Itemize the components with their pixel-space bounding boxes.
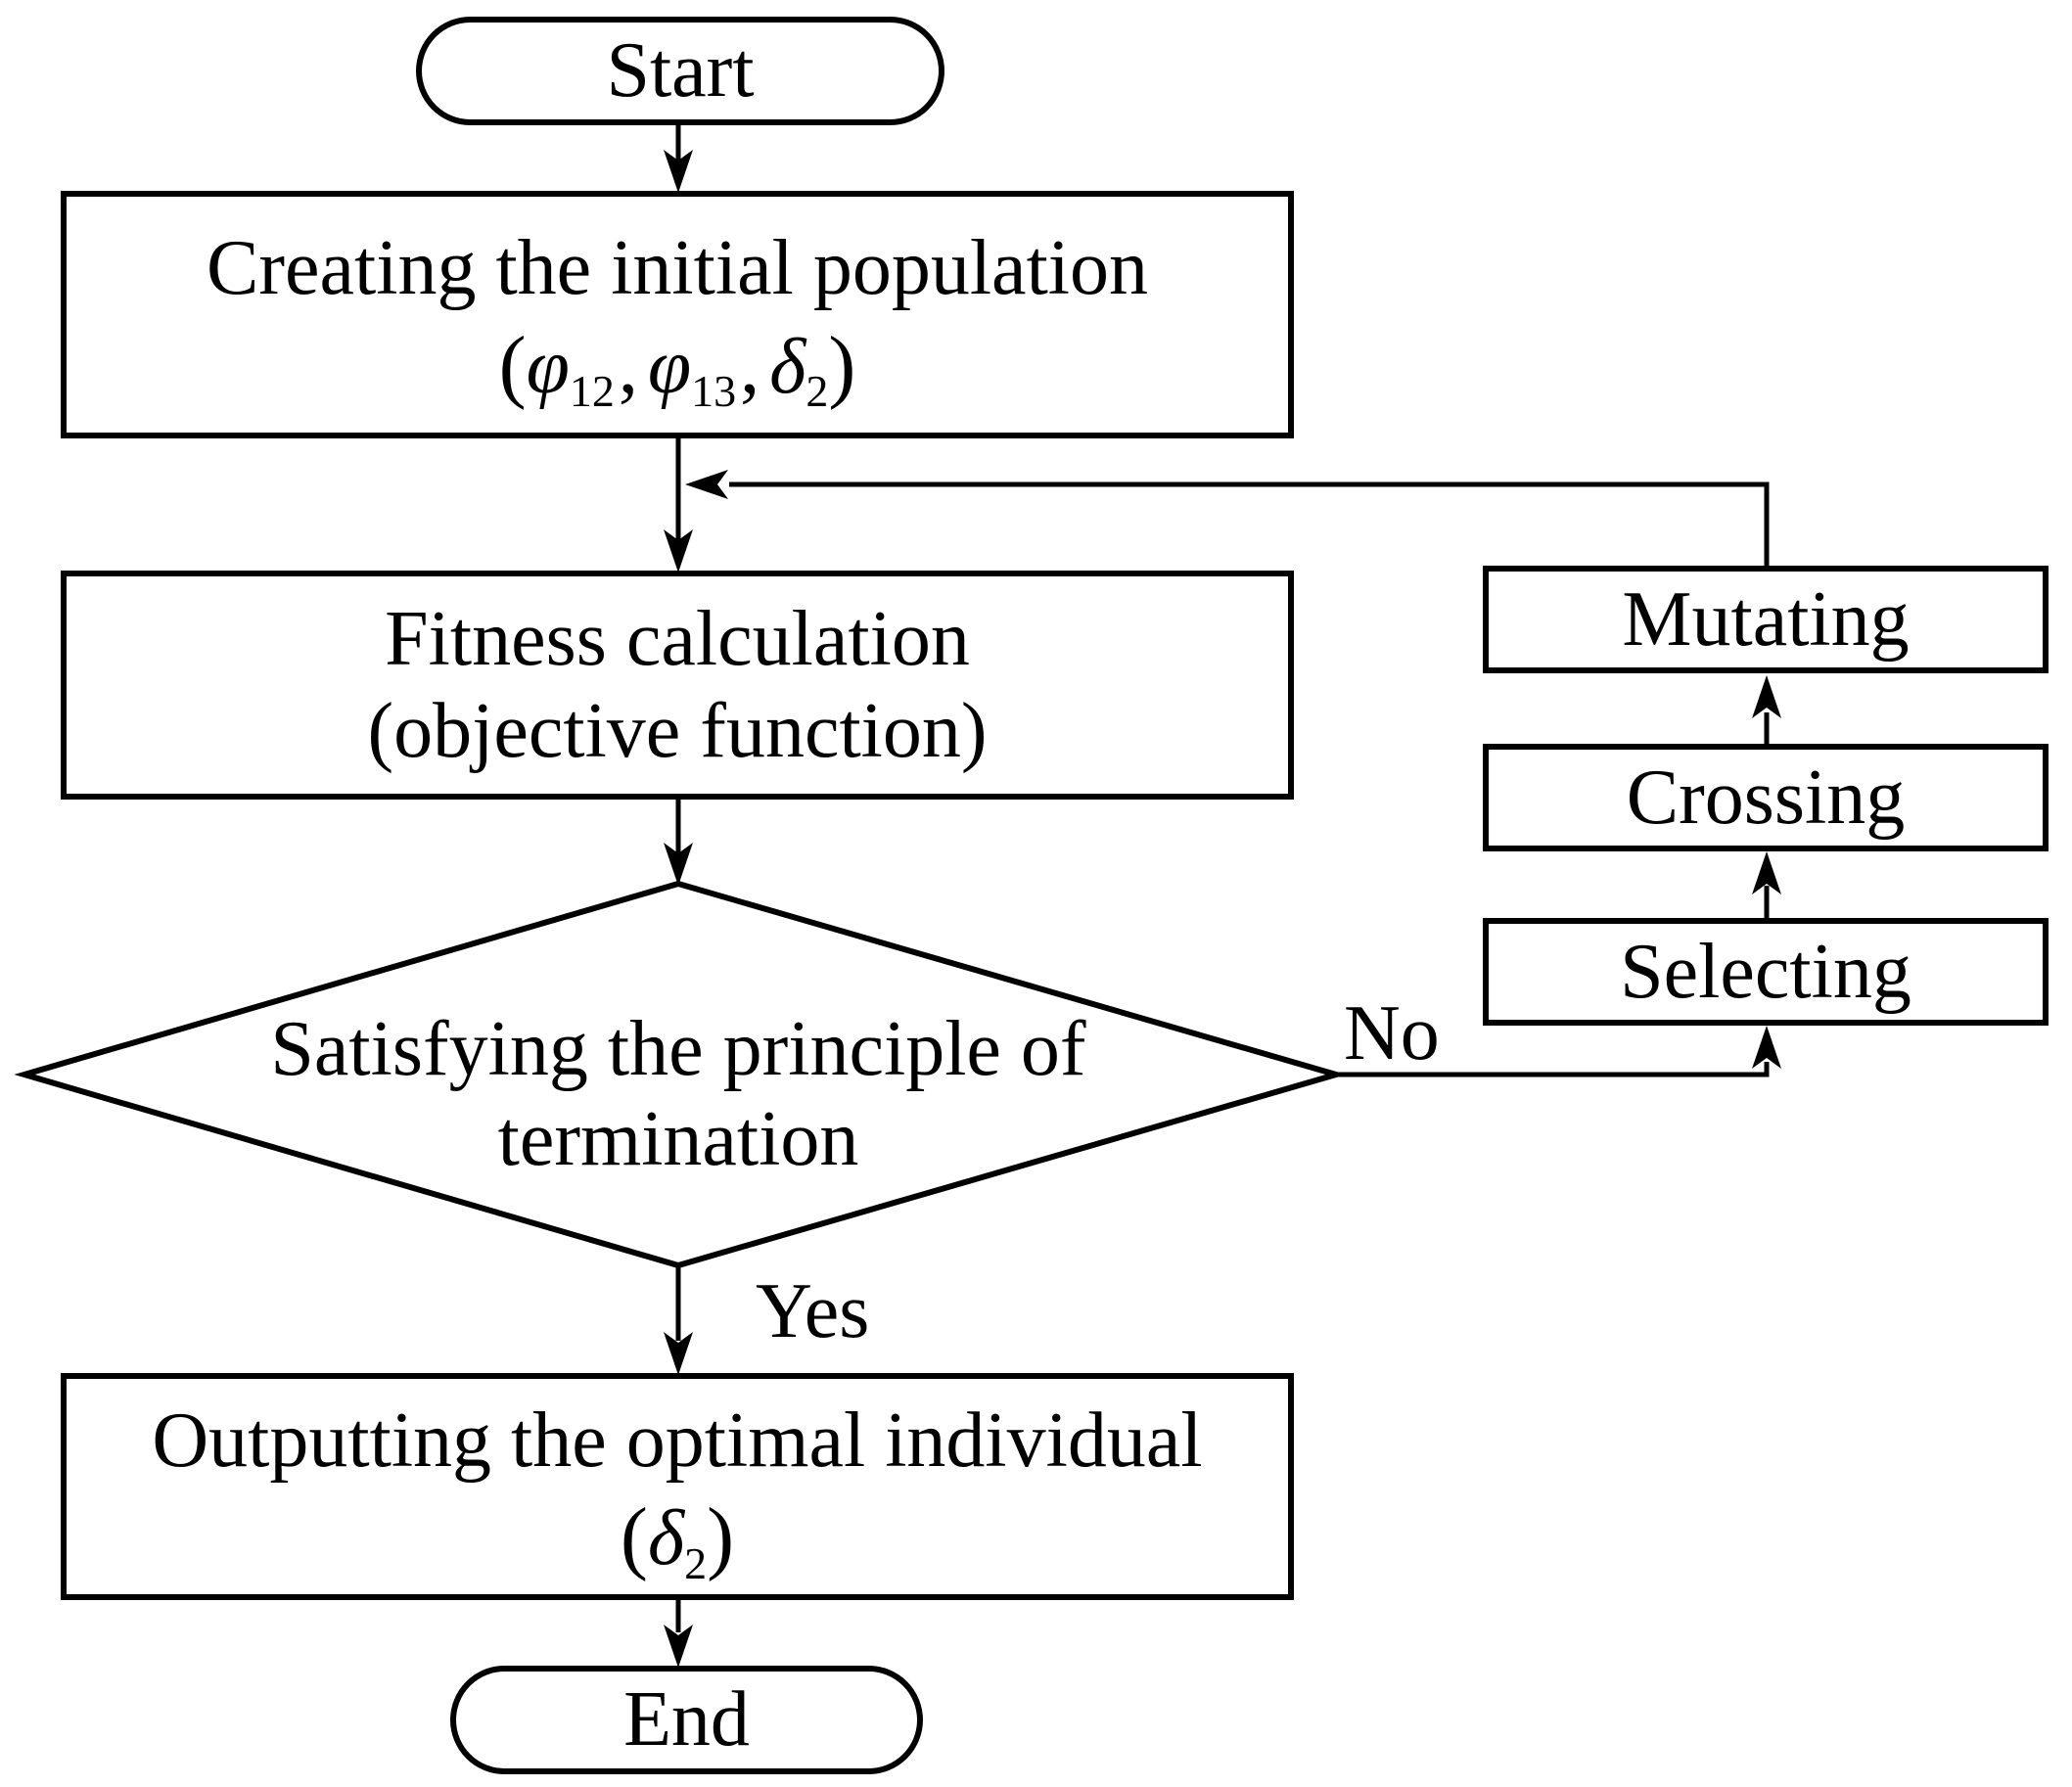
create-formula-close: ) [828,319,856,411]
output-delta-subscript: 2 [684,1537,708,1588]
node-mutating: Mutating [1483,566,2049,673]
node-start-label: Start [606,27,755,115]
mutating-label: Mutating [1622,575,1910,663]
node-selecting: Selecting [1483,918,2049,1026]
node-decision-termination: Satisfying the principle of termination [117,1004,1239,1184]
arrowhead-crossing-to-mutating [1752,675,1781,718]
arrowhead-create-to-fitness [664,529,693,573]
arrowhead-output-to-end [664,1625,693,1668]
create-formula: (φ12,φ13,δ2) [499,323,856,414]
output-delta-symbol: δ [647,1495,685,1582]
delta-2-symbol: δ [769,323,806,410]
create-formula-comma1: , [618,323,638,410]
node-outputting-optimal-individual: Outputting the optimal individual (δ2) [61,1373,1294,1600]
node-end: End [450,1666,923,1774]
fitness-line1: Fitness calculation [385,595,970,682]
output-formula-close: ) [707,1491,735,1583]
output-line1: Outputting the optimal individual [152,1397,1203,1484]
node-fitness-calculation: Fitness calculation (objective function) [61,571,1294,800]
selecting-label: Selecting [1620,928,1911,1015]
phi-12-symbol: φ [526,323,570,410]
arrowhead-start-to-create [664,150,693,193]
decision-line1: Satisfying the principle of [270,1006,1086,1092]
arrowhead-fitness-to-decision [664,843,693,886]
output-formula-open: ( [620,1491,648,1583]
create-formula-open: ( [498,319,527,411]
arrowhead-selecting-to-crossing [1752,851,1781,894]
node-end-label: End [623,1676,750,1764]
delta-2-subscript: 2 [806,366,829,417]
create-formula-comma2: , [740,323,760,410]
no-label: No [1344,990,1440,1077]
arrowhead-feedback-left [685,470,728,499]
fitness-line2: (objective function) [367,688,988,774]
edge-mutating-feedback [729,481,1770,566]
node-start: Start [416,17,944,125]
edge-no-to-selecting [1336,1062,1770,1077]
node-creating-initial-population: Creating the initial population (φ12,φ13… [61,191,1294,438]
node-crossing: Crossing [1483,744,2049,851]
phi-13-subscript: 13 [691,366,737,417]
arrowhead-no-to-selecting [1752,1026,1781,1069]
phi-12-subscript: 12 [569,366,615,417]
output-formula: (δ2) [621,1495,734,1586]
yes-label: Yes [756,1268,870,1354]
arrowhead-yes-to-output [664,1332,693,1375]
decision-line2: termination [497,1096,859,1182]
create-line1: Creating the initial population [206,225,1149,312]
phi-13-symbol: φ [647,323,692,410]
crossing-label: Crossing [1626,754,1906,841]
